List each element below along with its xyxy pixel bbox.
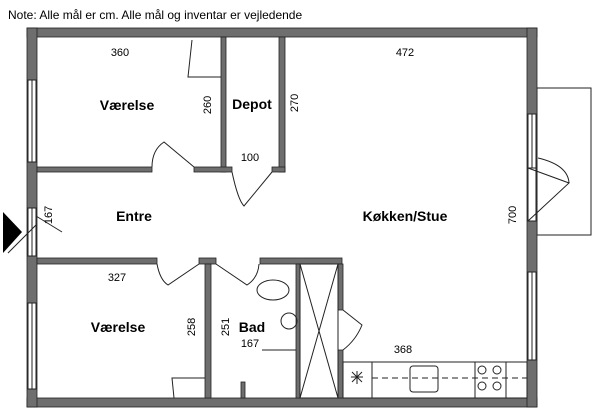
dimension-bathroom-depth: 251 [220,318,232,336]
fridge-icon [351,371,363,384]
dimension-bedroom-bottom-width: 327 [108,272,126,284]
room-label-kitchen-living: Køkken/Stue [363,208,448,224]
entrance-arrow-icon [3,212,22,253]
sink-icon [409,365,439,393]
dimension-entrance-depth: 167 [43,206,55,224]
dimension-kitchen-depth: 700 [507,206,519,224]
dimension-counter-length: 368 [394,344,412,356]
room-label-depot: Depot [232,96,272,112]
windows [27,79,537,390]
installation-shaft [299,263,339,399]
dimension-depot-depth: 270 [289,94,301,112]
doors [7,39,570,399]
dimension-depot-width: 100 [241,152,259,164]
washbasin-icon [280,312,298,330]
stove-icon [477,365,502,391]
dimension-bedroom-bottom-depth: 258 [186,318,198,336]
balcony [536,87,592,236]
kitchen-counter [342,361,528,399]
room-label-bedroom-top: Værelse [100,97,155,113]
toilet-icon [256,279,290,301]
dimension-kitchen-width: 472 [396,47,414,59]
room-label-bedroom-bottom: Værelse [91,319,146,335]
plan-note: Note: Alle mål er cm. Alle mål og invent… [8,8,302,22]
dimension-bathroom-width: 167 [241,338,259,350]
dimension-bedroom-top-width: 360 [111,47,129,59]
room-label-bathroom: Bad [239,319,265,335]
interior-walls [36,36,344,399]
room-label-entrance: Entre [116,208,152,224]
dimension-bedroom-top-depth: 260 [202,96,214,114]
